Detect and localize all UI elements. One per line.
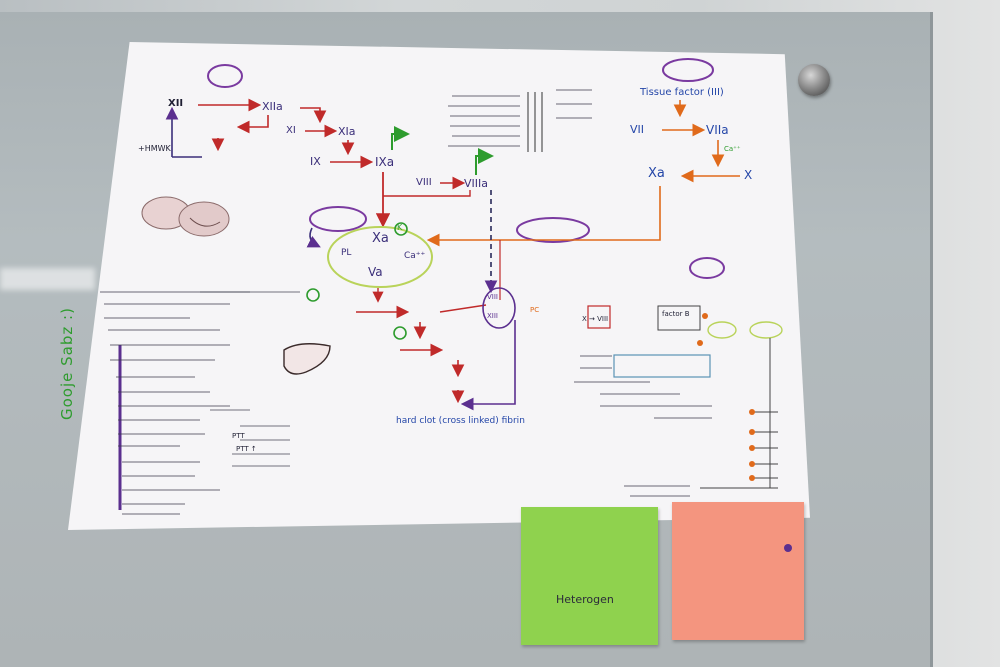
label-factor-xiia: XIIa xyxy=(262,100,283,113)
orange-dot-3 xyxy=(749,445,755,451)
label-ptt-up: PTT ↑ xyxy=(236,445,257,453)
label-factor-xi: XI xyxy=(286,125,296,136)
label-factor-ixa: IXa xyxy=(375,155,395,169)
left-notes-lines xyxy=(100,291,250,515)
label-pc: PC xyxy=(530,306,540,314)
label-factor-xia: XIa xyxy=(338,125,356,138)
connector-viiia xyxy=(383,190,471,197)
right-notes-lines xyxy=(574,355,712,497)
purple-cloud-center xyxy=(309,206,367,232)
orange-dot-5 xyxy=(749,475,755,481)
label-factor-vii: VII xyxy=(630,123,645,136)
sticky-note-green: Heterogen xyxy=(521,507,658,645)
top-notes-lines xyxy=(448,89,592,147)
green-arrow-viiia xyxy=(475,148,494,175)
arrow-xiii-to-clot xyxy=(460,320,516,411)
arrow-thrombin-right xyxy=(439,304,487,313)
orange-dot-7 xyxy=(697,340,703,346)
arrow-xa-to-center xyxy=(426,186,661,247)
orange-dot-4 xyxy=(749,461,755,467)
label-factor-xa-center: Xa xyxy=(372,231,389,246)
orange-dot-6 xyxy=(702,313,708,319)
box-factor-b xyxy=(657,305,701,331)
purple-cloud-mid xyxy=(516,217,590,243)
coagulation-cascade-sheet xyxy=(68,42,810,530)
orange-dot-2 xyxy=(749,429,755,435)
label-factor-xa-right: Xa xyxy=(648,166,665,181)
label-ptt: PTT xyxy=(232,432,245,440)
label-factor-b: factor B xyxy=(662,310,690,318)
oval-green-right-2 xyxy=(707,321,737,339)
label-pl: PL xyxy=(341,248,352,258)
label-factor-x-right: X xyxy=(744,168,753,182)
label-factor-xii: XII xyxy=(168,98,184,109)
ink-dot xyxy=(784,544,792,552)
box-protein-s xyxy=(613,354,711,378)
label-ca-extrinsic: Ca⁺⁺ xyxy=(724,145,741,153)
purple-cloud-top-right xyxy=(662,58,714,82)
label-factor-viia: VIIa xyxy=(706,123,729,137)
viii-xiii-oval xyxy=(482,287,516,329)
k-badge-2 xyxy=(393,326,407,340)
k-badge-1 xyxy=(394,222,408,236)
platelet-drawing-2 xyxy=(178,201,230,237)
label-xiii-box: XIII xyxy=(487,312,498,320)
label-factor-va: Va xyxy=(368,265,383,279)
purple-cloud-right xyxy=(689,257,725,279)
inhibitor-tree xyxy=(700,338,778,489)
label-tissue-factor: Tissue factor (III) xyxy=(640,87,724,98)
label-ca: Ca⁺⁺ xyxy=(404,251,426,261)
label-x-viii: X → VIII xyxy=(582,315,609,323)
label-factor-ix: IX xyxy=(310,155,321,168)
label-factor-viiia: VIIIa xyxy=(464,177,488,190)
liver-drawing xyxy=(283,343,331,375)
bracket-top xyxy=(527,92,543,152)
purple-cloud-top-left xyxy=(207,64,243,88)
side-title-gooje-sabz: Gooje Sabz :) xyxy=(58,307,76,420)
mid-notes-lines xyxy=(200,291,300,467)
label-viii-box: VIII xyxy=(487,293,498,301)
label-hard-clot: hard clot (cross linked) fibrin xyxy=(396,416,525,426)
k-badge-3 xyxy=(306,288,320,302)
sticky-note-pink xyxy=(672,502,804,640)
label-hmwk: +HMWK xyxy=(138,144,171,153)
arrow-feedback xyxy=(236,115,269,134)
label-factor-viii: VIII xyxy=(416,177,432,188)
platelet-curve xyxy=(189,217,221,227)
orange-dot-1 xyxy=(749,409,755,415)
arrow-xiia-down xyxy=(300,107,327,124)
oval-green-right xyxy=(749,321,783,339)
light-reflection xyxy=(0,268,95,290)
label-k-1: K xyxy=(397,223,403,232)
green-arrow-ixa xyxy=(391,126,410,150)
magnet-pin xyxy=(798,64,830,96)
prothrombinase-complex xyxy=(327,226,433,288)
arrow-cloud-to-complex xyxy=(306,227,321,248)
box-pc xyxy=(587,305,611,329)
sticky-green-text: Heterogen xyxy=(556,593,614,606)
